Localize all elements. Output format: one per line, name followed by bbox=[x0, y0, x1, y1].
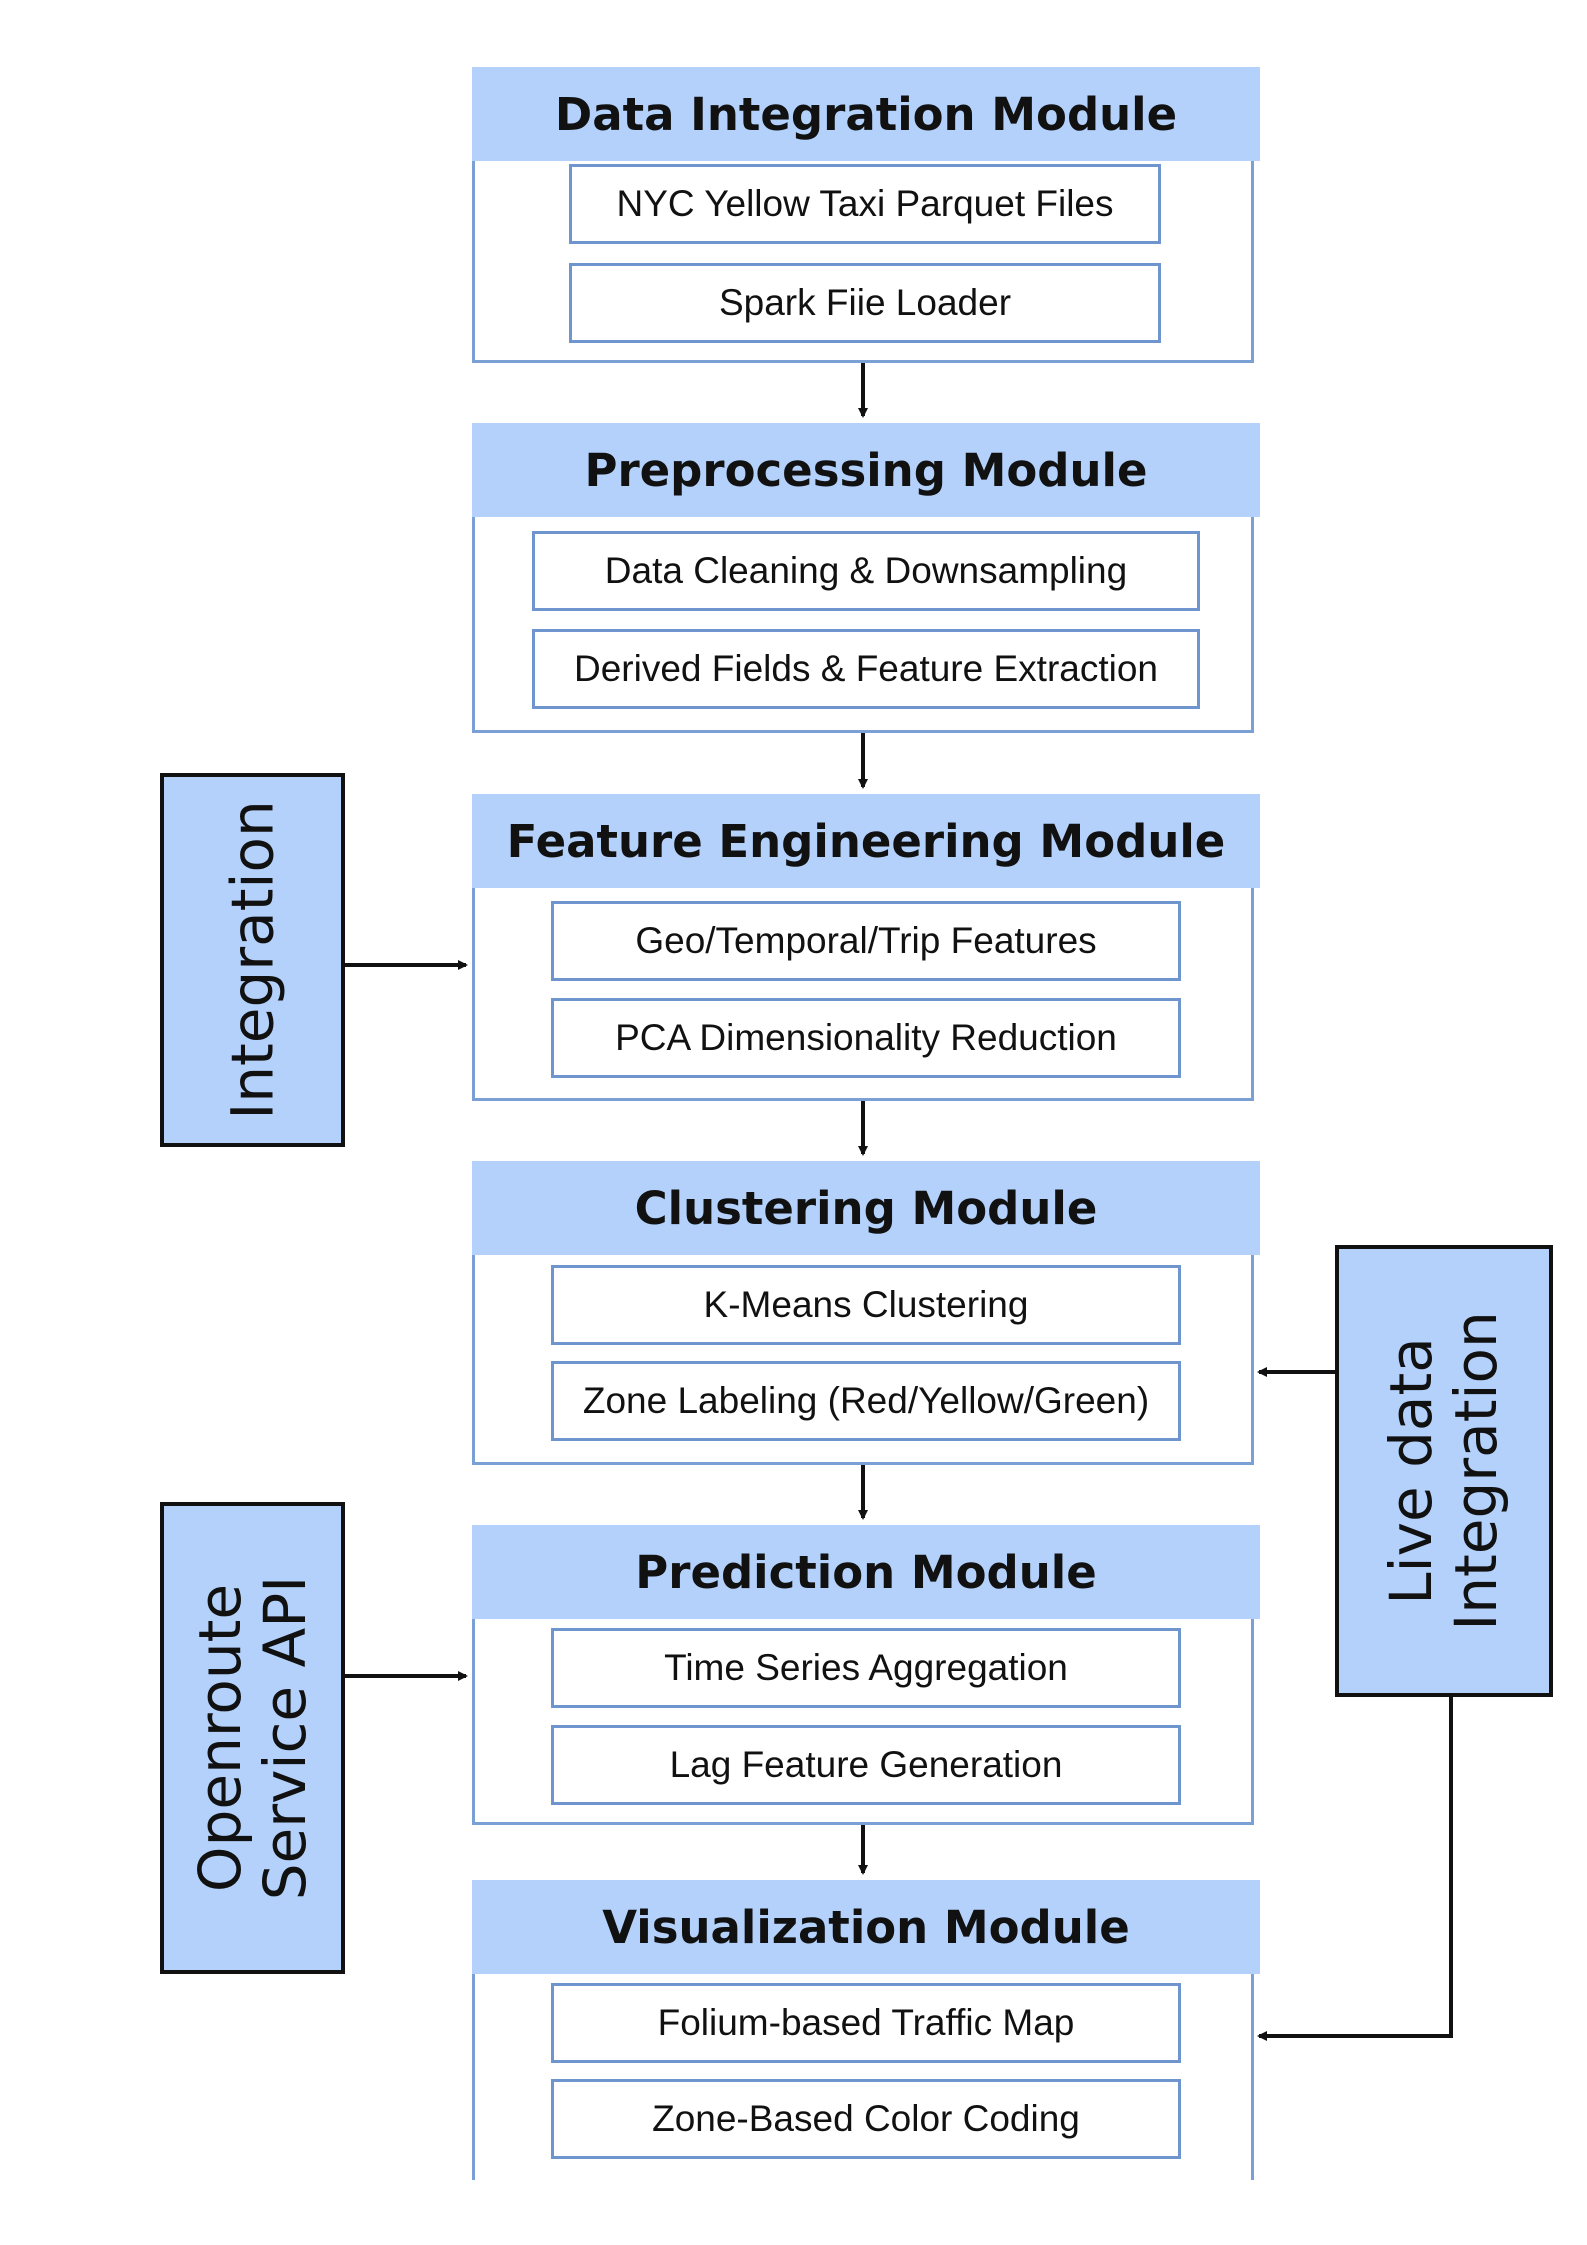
module-item: Zone-Based Color Coding bbox=[551, 2079, 1181, 2159]
module-item: Derived Fields & Feature Extraction bbox=[532, 629, 1200, 709]
module-item: Folium-based Traffic Map bbox=[551, 1983, 1181, 2063]
module-title: Feature Engineering Module bbox=[472, 794, 1260, 888]
integration-label: Integration bbox=[218, 800, 287, 1120]
feature-engineering-module: Feature Engineering Module Geo/Temporal/… bbox=[472, 794, 1260, 1101]
integration-box: Integration bbox=[160, 773, 345, 1147]
openroute-service-api-box: Openroute Service API bbox=[160, 1502, 345, 1974]
module-title: Preprocessing Module bbox=[472, 423, 1260, 517]
visualization-module: Visualization Module Folium-based Traffi… bbox=[472, 1880, 1260, 2180]
module-title: Prediction Module bbox=[472, 1525, 1260, 1619]
module-title: Clustering Module bbox=[472, 1161, 1260, 1255]
module-item: PCA Dimensionality Reduction bbox=[551, 998, 1181, 1078]
openroute-label: Openroute Service API bbox=[185, 1575, 319, 1901]
module-item: Zone Labeling (Red/Yellow/Green) bbox=[551, 1361, 1181, 1441]
prediction-module: Prediction Module Time Series Aggregatio… bbox=[472, 1525, 1260, 1825]
module-title: Data Integration Module bbox=[472, 67, 1260, 161]
data-integration-module: Data Integration Module NYC Yellow Taxi … bbox=[472, 67, 1260, 363]
module-item: Time Series Aggregation bbox=[551, 1628, 1181, 1708]
preprocessing-module: Preprocessing Module Data Cleaning & Dow… bbox=[472, 423, 1260, 733]
module-item: Spark Fiie Loader bbox=[569, 263, 1161, 343]
module-item: K-Means Clustering bbox=[551, 1265, 1181, 1345]
module-item: NYC Yellow Taxi Parquet Files bbox=[569, 164, 1161, 244]
module-item: Geo/Temporal/Trip Features bbox=[551, 901, 1181, 981]
module-title: Visualization Module bbox=[472, 1880, 1260, 1974]
module-item: Data Cleaning & Downsampling bbox=[532, 531, 1200, 611]
clustering-module: Clustering Module K-Means Clustering Zon… bbox=[472, 1161, 1260, 1465]
live-data-integration-box: Live data Integration bbox=[1335, 1245, 1553, 1697]
arrow-live-to-visualization bbox=[1257, 1695, 1453, 2041]
live-data-label: Live data Integration bbox=[1377, 1311, 1510, 1631]
module-item: Lag Feature Generation bbox=[551, 1725, 1181, 1805]
